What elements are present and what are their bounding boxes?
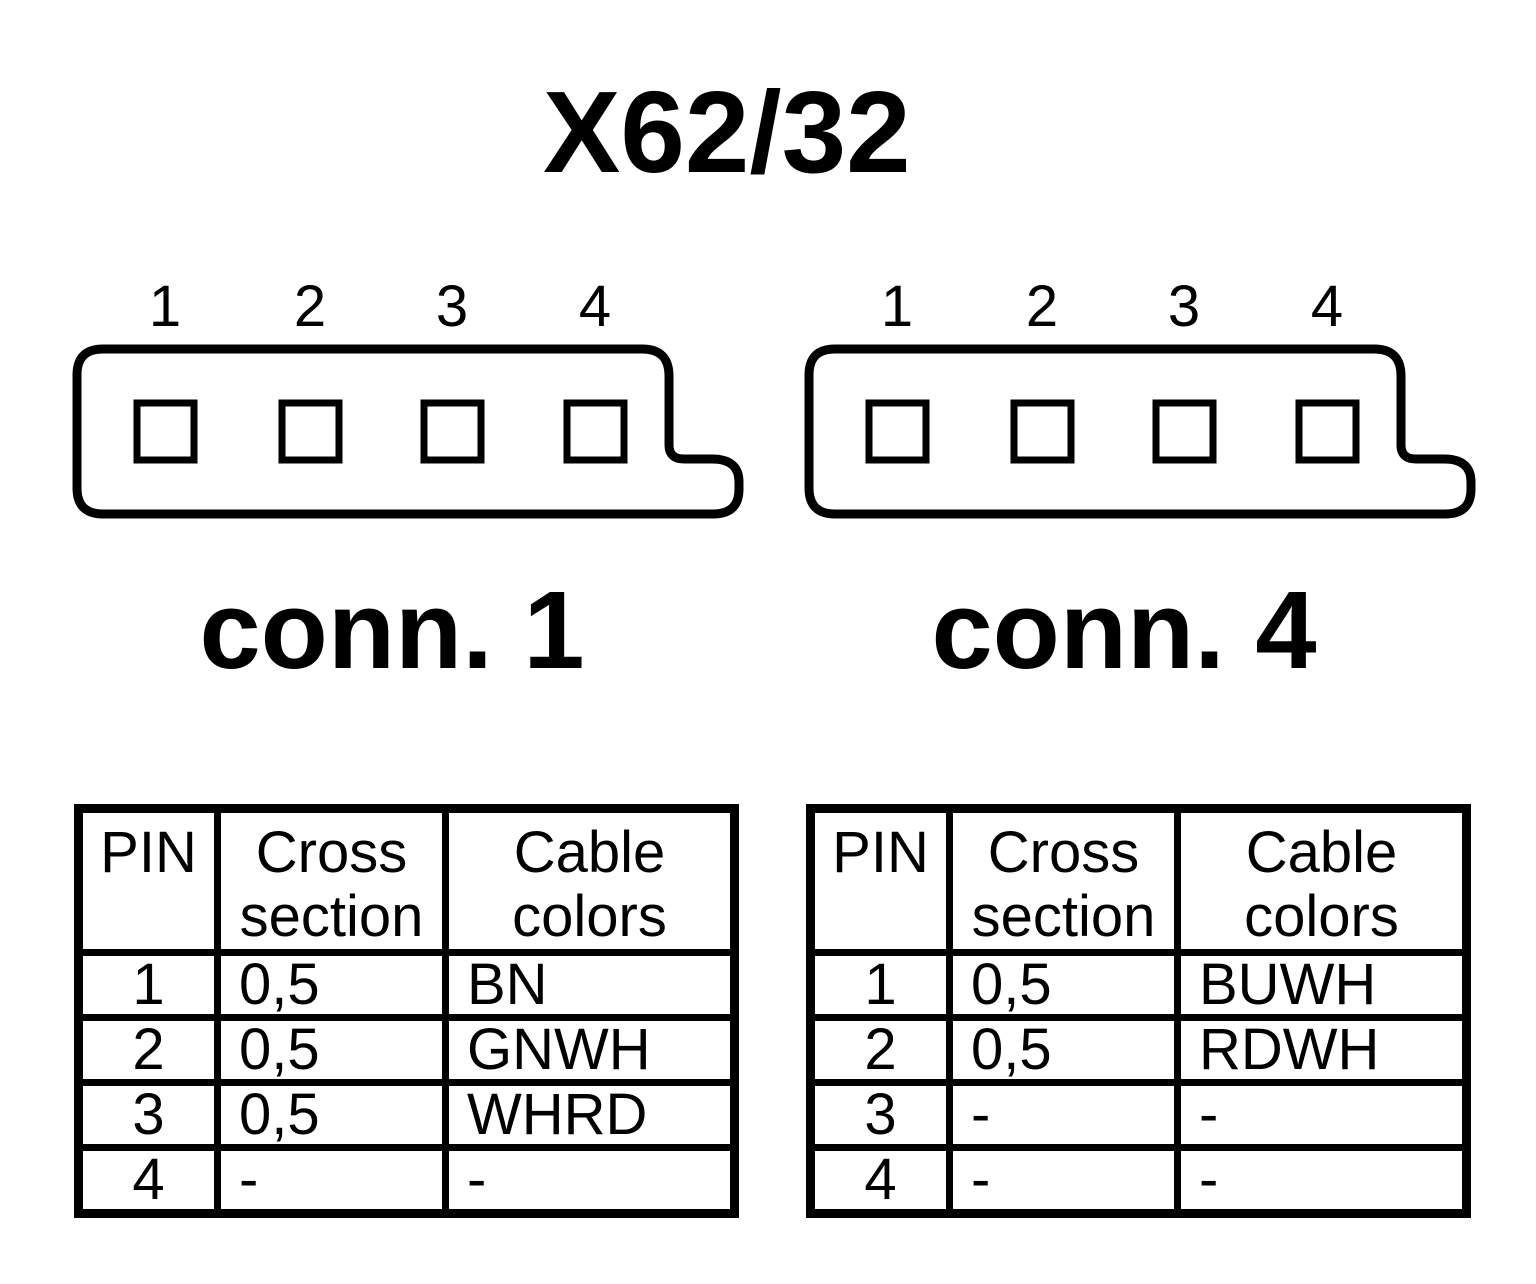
col-header-pin: PIN [807,805,953,956]
connector-housing-conn1 [72,344,744,519]
cell-cross-section: 0,5 [214,1014,449,1086]
connector-label-conn4: conn. 4 [931,569,1317,692]
pin-number: 4 [1310,274,1344,339]
table-row: 4 - - [807,1144,1470,1217]
pin-socket-4 [1295,399,1360,464]
pin-number: 1 [880,274,914,339]
table-row: 2 0,5 GNWH [75,1014,738,1086]
page-title: X62/32 [543,67,911,197]
pin-number: 4 [578,274,612,339]
cell-cross-section: 0,5 [946,949,1181,1021]
cell-pin: 3 [807,1079,953,1151]
pin-table-conn1: PIN Cross section Cable colors 1 0,5 BN … [74,804,739,1218]
cell-cable-color: - [1174,1079,1470,1151]
pin-socket-1 [133,399,198,464]
connector-outline [72,344,744,519]
col-header-pin: PIN [75,805,221,956]
pin-number: 1 [148,274,182,339]
col-header-cable-colors: Cable colors [1174,805,1470,956]
pin-socket-4 [563,399,628,464]
table-row: 2 0,5 RDWH [807,1014,1470,1086]
cell-pin: 4 [807,1144,953,1217]
table-row: 4 - - [75,1144,738,1217]
pin-socket-3 [1152,399,1217,464]
col-header-cable-colors: Cable colors [442,805,738,956]
pin-number: 3 [1167,274,1201,339]
cell-cable-color: BN [442,949,738,1021]
connector-outline [804,344,1476,519]
cell-cable-color: GNWH [442,1014,738,1086]
cell-cross-section: - [946,1079,1181,1151]
connector-housing-conn4 [804,344,1476,519]
pin-table-conn4: PIN Cross section Cable colors 1 0,5 BUW… [806,804,1471,1218]
cell-pin: 1 [75,949,221,1021]
cell-pin: 1 [807,949,953,1021]
cell-cable-color: BUWH [1174,949,1470,1021]
cell-cross-section: - [946,1144,1181,1217]
cell-cable-color: WHRD [442,1079,738,1151]
pin-socket-2 [278,399,343,464]
cell-cable-color: - [442,1144,738,1217]
cell-cable-color: - [1174,1144,1470,1217]
cell-pin: 4 [75,1144,221,1217]
cell-pin: 3 [75,1079,221,1151]
pin-number: 3 [435,274,469,339]
table-header-row: PIN Cross section Cable colors [807,805,1470,956]
cell-cable-color: RDWH [1174,1014,1470,1086]
table-row: 3 0,5 WHRD [75,1079,738,1151]
pin-number: 2 [293,274,327,339]
pin-number: 2 [1025,274,1059,339]
table-header-row: PIN Cross section Cable colors [75,805,738,956]
cell-cross-section: 0,5 [946,1014,1181,1086]
connector-label-conn1: conn. 1 [199,569,585,692]
cell-cross-section: 0,5 [214,949,449,1021]
cell-cross-section: 0,5 [214,1079,449,1151]
cell-pin: 2 [75,1014,221,1086]
table-row: 1 0,5 BN [75,949,738,1021]
pin-socket-1 [865,399,930,464]
col-header-cross-section: Cross section [946,805,1181,956]
cell-cross-section: - [214,1144,449,1217]
table-row: 3 - - [807,1079,1470,1151]
table-row: 1 0,5 BUWH [807,949,1470,1021]
pin-socket-3 [420,399,485,464]
cell-pin: 2 [807,1014,953,1086]
pin-socket-2 [1010,399,1075,464]
col-header-cross-section: Cross section [214,805,449,956]
